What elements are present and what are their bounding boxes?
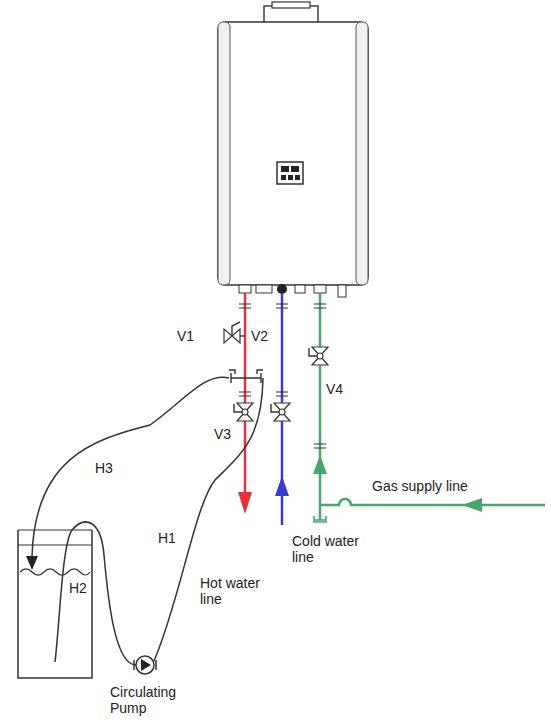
control-panel [277,162,303,184]
hose-callout: H2 [69,580,87,596]
drain-hose [32,377,229,556]
bucket-rim [18,530,92,545]
hose-outlet-arrow [26,556,38,570]
gas-pipe [319,293,322,520]
pump-flange [134,660,156,670]
valve-callout: V4 [326,381,343,397]
line-label: Hot water line [200,575,270,607]
hose-callout: H1 [158,530,176,546]
heater-side-rail [356,22,368,285]
line-label: Cold water line [292,533,366,565]
flue-top [272,2,310,8]
suction-hose [55,522,136,665]
water-surface [20,569,90,575]
valve-callout: V2 [251,328,268,344]
cold-flow-arrow [275,476,289,496]
hot-outlet-fitting [239,285,251,293]
heater-side-rail [218,22,230,285]
relief-lever [232,322,240,336]
panel-display [281,166,289,172]
line-label: Gas supply line [372,478,468,494]
panel-button [295,175,300,180]
cold-isolation-valve [271,403,290,421]
hot-isolation-valve [234,403,253,421]
condensate-fitting [338,285,346,297]
hose-callout: H3 [95,460,113,476]
hot-flow-arrow [238,492,252,514]
gas-supply-arrow [462,498,482,512]
cold-inlet-fitting [277,284,287,294]
relief-branch [240,335,245,336]
supply-hose [154,378,263,661]
valve-callout: V1 [177,328,194,344]
panel-button [288,175,293,180]
gas-shutoff-valve [309,347,328,365]
gas-flow-arrow [313,455,327,474]
pipe-union [239,304,326,308]
valve-callout: V3 [214,426,231,442]
pump-arrow [141,659,151,671]
circulating-pump-symbol [136,656,154,674]
gas-inlet-fitting [314,285,326,293]
bottom-fitting [256,285,272,293]
bottom-fitting [295,285,305,293]
gas-drip-leg [314,516,326,522]
panel-button [281,175,286,180]
pump-label: Circulating Pump [110,684,192,716]
panel-display [291,166,299,172]
gas-supply-pipe [320,499,545,505]
cold-service-port [245,370,263,383]
hot-water-pipe [244,293,247,495]
water-heater-body [218,22,368,285]
hot-service-port [229,370,245,383]
